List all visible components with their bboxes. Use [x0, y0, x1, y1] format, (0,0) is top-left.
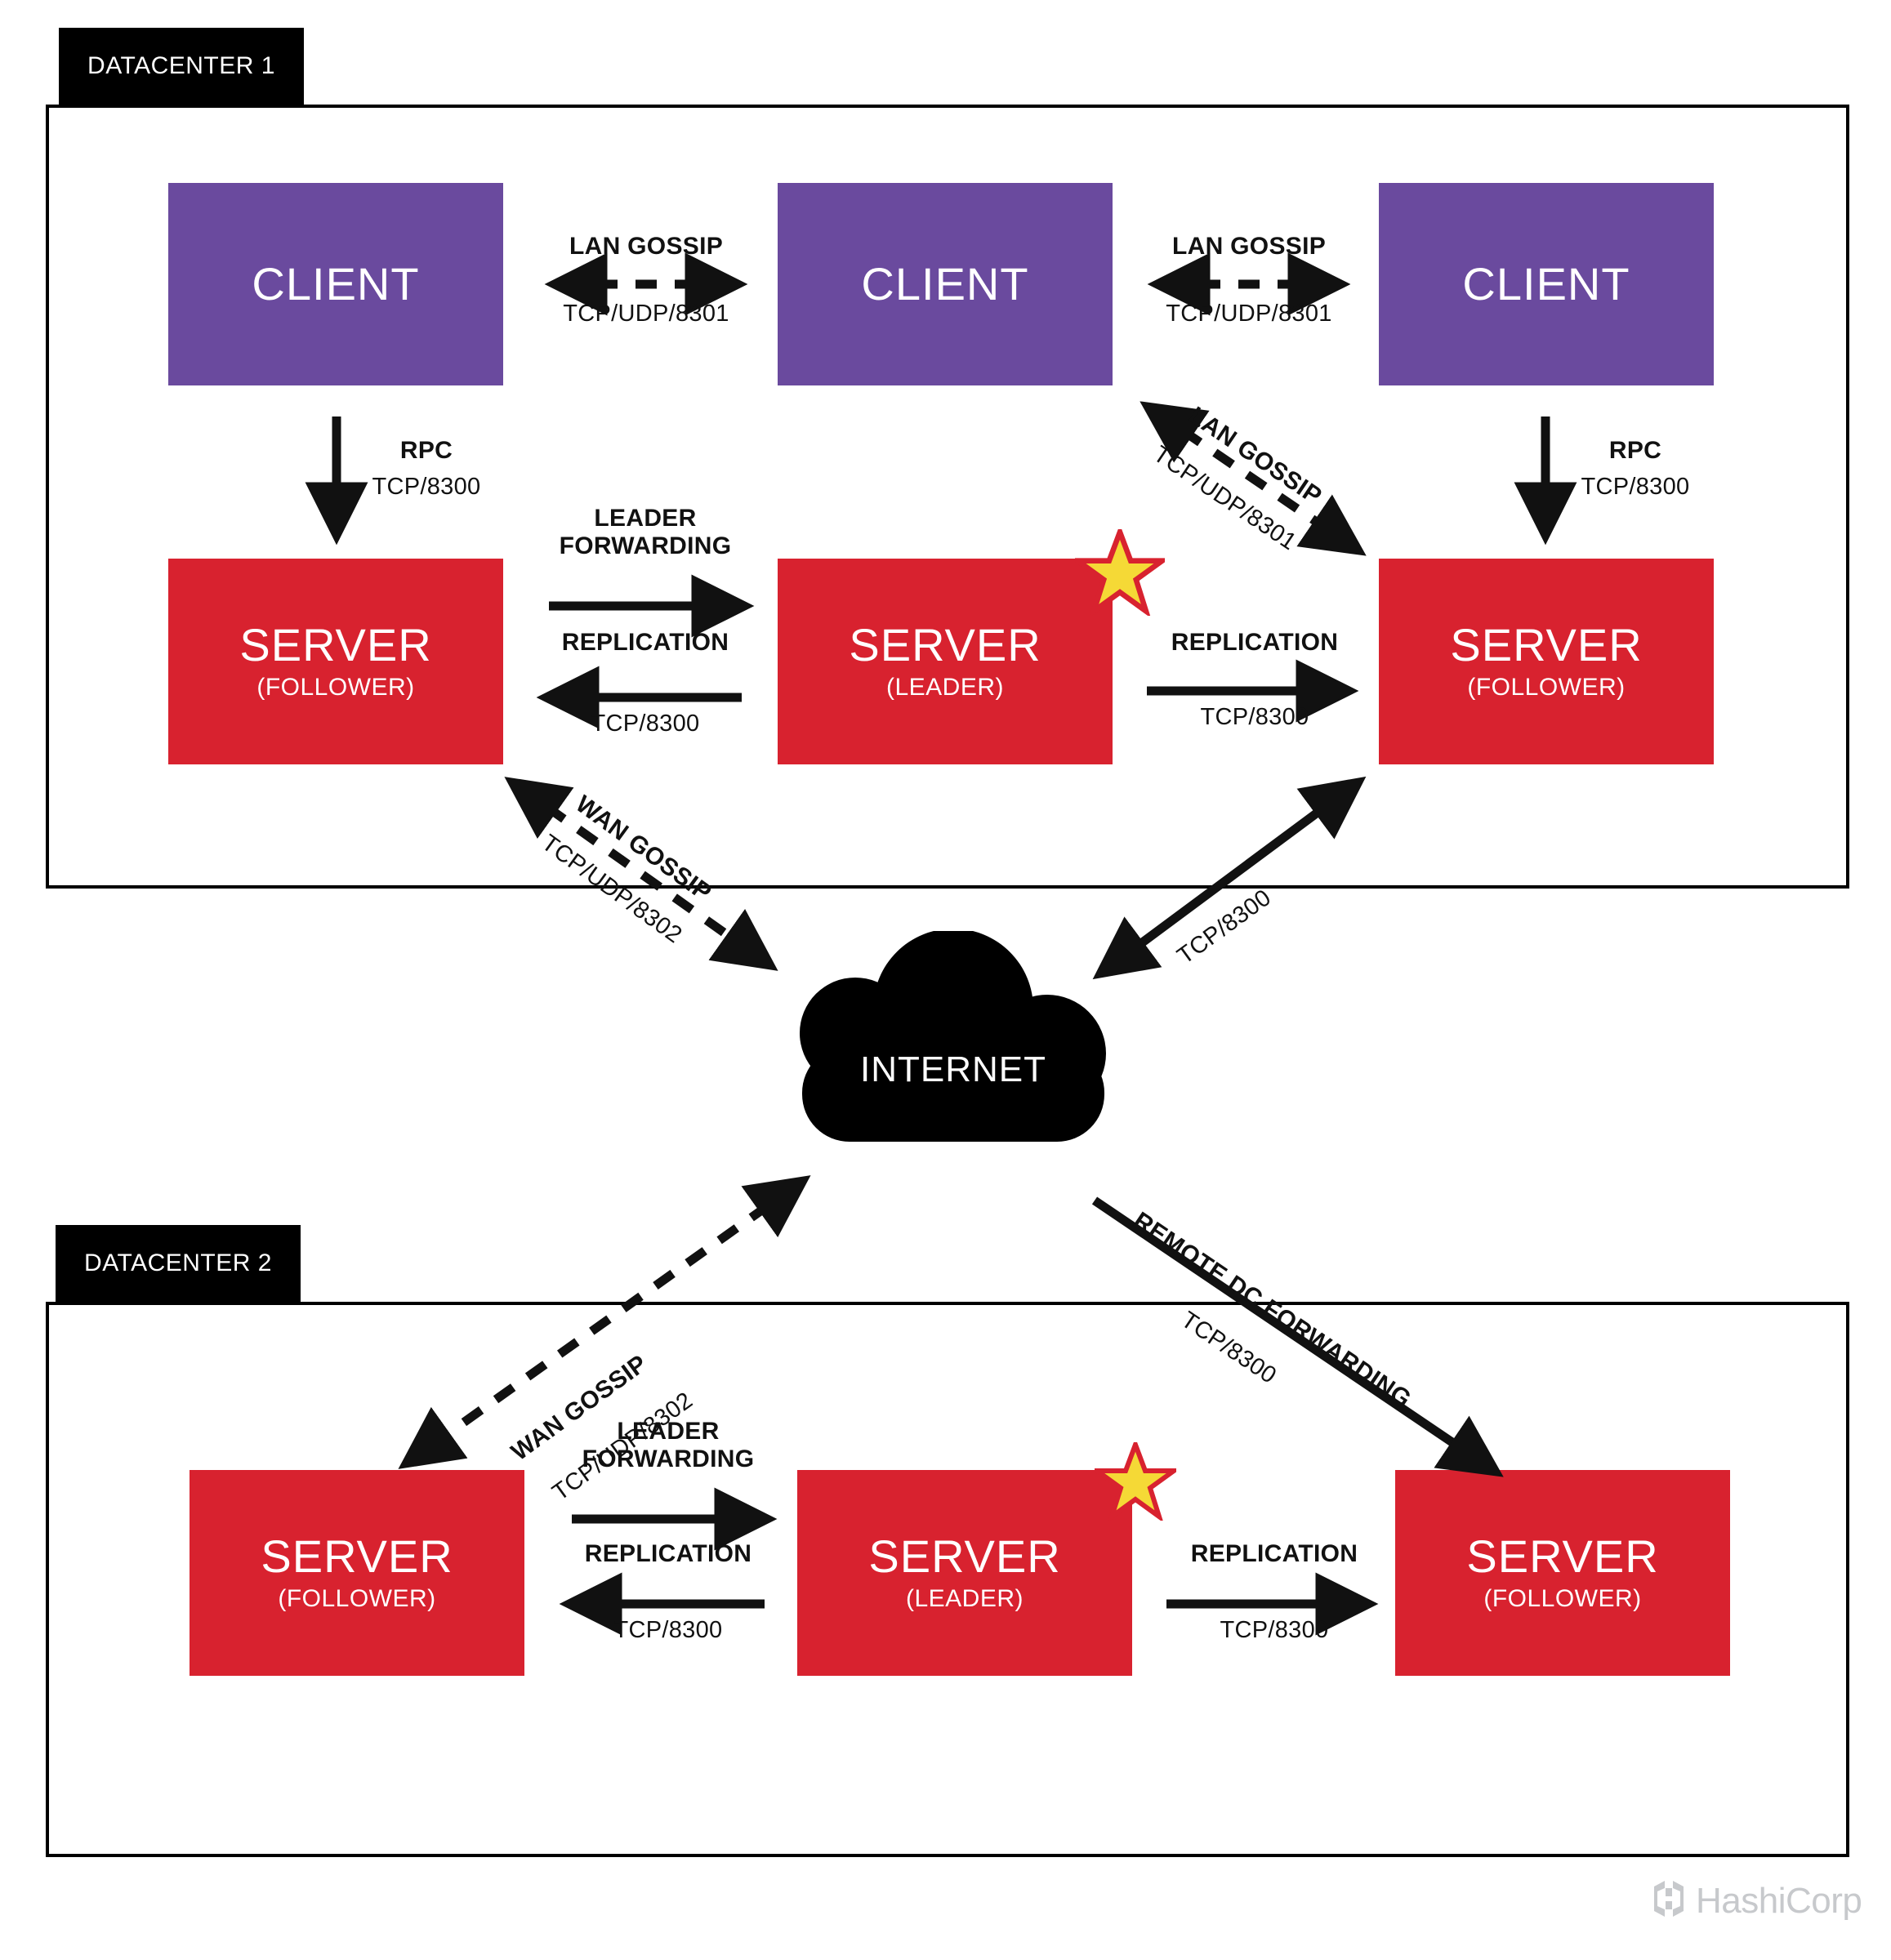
label-rpc-2: RPC: [1608, 437, 1662, 464]
server-node-dc1-leader-label: SERVER: [849, 619, 1041, 671]
server-node-dc1-follower-right[interactable]: SERVER (FOLLOWER): [1379, 559, 1714, 764]
server-node-dc1-leader[interactable]: SERVER (LEADER): [778, 559, 1113, 764]
leader-star-dc2: [1089, 1437, 1182, 1523]
hashicorp-wordmark: HashiCorp: [1696, 1880, 1862, 1921]
server-node-dc2-follower-left-label: SERVER: [261, 1530, 453, 1583]
server-node-dc2-follower-right-role: (FOLLOWER): [1483, 1584, 1642, 1612]
server-node-dc2-follower-left[interactable]: SERVER (FOLLOWER): [190, 1470, 524, 1676]
server-node-dc1-follower-left-label: SERVER: [239, 619, 432, 671]
label-replication-dc1-left-port: TCP/8300: [591, 710, 700, 737]
server-node-dc2-follower-right-label: SERVER: [1466, 1530, 1659, 1583]
label-replication-dc2-left: REPLICATION: [584, 1540, 752, 1567]
leader-star-dc1: [1069, 524, 1171, 618]
client-node-1-label: CLIENT: [252, 258, 420, 310]
label-replication-dc1-left: REPLICATION: [561, 629, 729, 656]
label-rpc-2-port: TCP/8300: [1581, 474, 1690, 500]
server-node-dc2-follower-right[interactable]: SERVER (FOLLOWER): [1395, 1470, 1730, 1676]
server-node-dc2-leader-role: (LEADER): [905, 1584, 1024, 1612]
server-node-dc1-follower-right-label: SERVER: [1450, 619, 1643, 671]
client-node-3-label: CLIENT: [1462, 258, 1630, 310]
hashicorp-logo: HashiCorp: [1650, 1878, 1862, 1923]
label-replication-dc1-right: REPLICATION: [1171, 629, 1339, 656]
datacenter-1-label: DATACENTER 1: [87, 52, 275, 79]
server-node-dc1-leader-role: (LEADER): [885, 673, 1005, 701]
client-node-3[interactable]: CLIENT: [1379, 183, 1714, 385]
label-leader-forwarding-dc2: LEADER FORWARDING: [582, 1418, 755, 1472]
datacenter-2-tab: DATACENTER 2: [56, 1225, 301, 1302]
internet-cloud: [778, 929, 1129, 1168]
hashicorp-mark-icon: [1650, 1878, 1688, 1923]
client-node-1[interactable]: CLIENT: [168, 183, 503, 385]
datacenter-2-frame: [46, 1302, 1849, 1857]
server-node-dc1-follower-right-role: (FOLLOWER): [1467, 673, 1626, 701]
client-node-2[interactable]: CLIENT: [778, 183, 1113, 385]
server-node-dc2-follower-left-role: (FOLLOWER): [278, 1584, 436, 1612]
server-node-dc2-leader-label: SERVER: [868, 1530, 1061, 1583]
label-leader-forwarding-dc1: LEADER FORWARDING: [559, 505, 732, 559]
server-node-dc1-follower-left[interactable]: SERVER (FOLLOWER): [168, 559, 503, 764]
client-node-2-label: CLIENT: [861, 258, 1029, 310]
label-rpc-1: RPC: [399, 437, 453, 464]
label-tcp8300-dc1-internet: TCP/8300: [1172, 884, 1276, 970]
datacenter-2-label: DATACENTER 2: [84, 1250, 272, 1276]
label-lan-gossip-2-port: TCP/UDP/8301: [1166, 301, 1332, 327]
label-replication-dc2-right: REPLICATION: [1190, 1540, 1358, 1567]
label-replication-dc2-right-port: TCP/8300: [1220, 1617, 1329, 1643]
server-node-dc2-leader[interactable]: SERVER (LEADER): [797, 1470, 1132, 1676]
datacenter-1-tab: DATACENTER 1: [59, 28, 304, 105]
label-lan-gossip-2: LAN GOSSIP: [1171, 233, 1327, 260]
label-lan-gossip-1: LAN GOSSIP: [569, 233, 724, 260]
label-lan-gossip-1-port: TCP/UDP/8301: [563, 301, 729, 327]
label-replication-dc2-left-port: TCP/8300: [613, 1617, 723, 1643]
label-replication-dc1-right-port: TCP/8300: [1200, 704, 1309, 730]
internet-label: INTERNET: [860, 1049, 1046, 1089]
label-rpc-1-port: TCP/8300: [372, 474, 481, 500]
datacenter-1-frame: [46, 105, 1849, 889]
server-node-dc1-follower-left-role: (FOLLOWER): [256, 673, 415, 701]
